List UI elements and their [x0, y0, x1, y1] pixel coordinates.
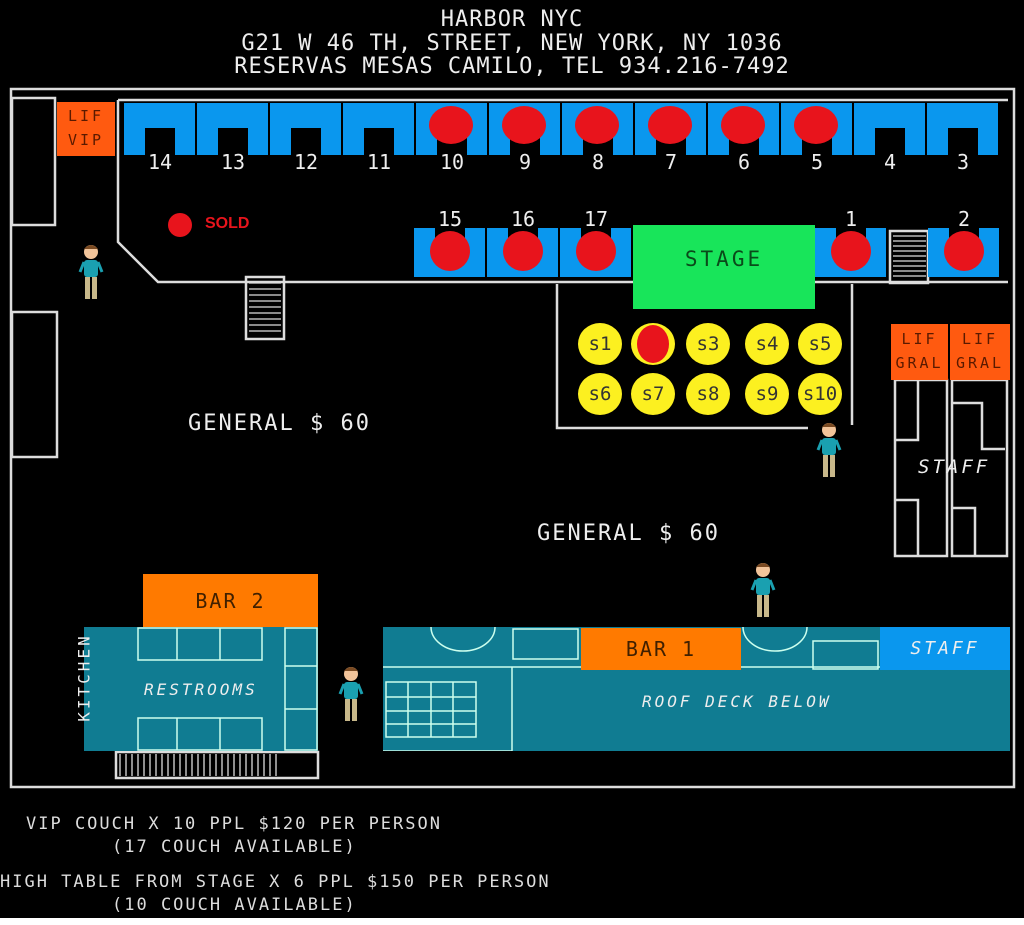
sold-legend-dot — [168, 213, 192, 237]
couch-label: 9 — [518, 150, 532, 174]
staff-person-icon — [750, 561, 776, 625]
couch-label: 11 — [366, 150, 392, 174]
stage: STAGE — [633, 225, 815, 309]
vip-availability: (17 COUCH AVAILABLE) — [112, 837, 357, 857]
couch-label: 17 — [583, 207, 609, 231]
couch-label: 16 — [510, 207, 536, 231]
sold-marker — [575, 106, 619, 144]
lif-vip-line1: LIF — [67, 107, 105, 125]
sold-marker — [503, 231, 543, 271]
high-table-availability: (10 COUCH AVAILABLE) — [112, 895, 357, 915]
sold-marker — [637, 325, 669, 363]
lif-gral-line2: GRAL — [955, 354, 1005, 372]
lif-gral-zone-2: LIF GRAL — [950, 324, 1010, 380]
restrooms-label: RESTROOMS — [144, 680, 258, 699]
staff-person-icon — [338, 665, 364, 729]
roof-deck-label: ROOF DECK BELOW — [642, 692, 832, 711]
lif-gral-line1: LIF — [901, 330, 938, 348]
sold-marker — [831, 231, 871, 271]
sold-marker — [721, 106, 765, 144]
staff-person-icon — [816, 421, 842, 485]
vip-couch-11[interactable] — [343, 103, 414, 155]
couch-label: 8 — [591, 150, 605, 174]
sold-marker — [794, 106, 838, 144]
couch-label: 4 — [883, 150, 897, 174]
couch-label: 7 — [664, 150, 678, 174]
general-area-label-1: GENERAL $ 60 — [188, 411, 371, 436]
couch-notch — [948, 128, 978, 155]
sold-marker — [429, 106, 473, 144]
sold-marker — [502, 106, 546, 144]
lif-vip-zone: LIF VIP — [57, 102, 115, 156]
lif-gral-zone-1: LIF GRAL — [891, 324, 948, 380]
bar-1: BAR 1 — [581, 628, 741, 670]
vip-couch-3[interactable] — [927, 103, 998, 155]
vip-couch-13[interactable] — [197, 103, 268, 155]
restrooms-area — [84, 627, 318, 751]
staff-label-bottom: STAFF — [910, 638, 980, 659]
couch-notch — [875, 128, 905, 155]
reservation-contact: RESERVAS MESAS CAMILO, TEL 934.216-7492 — [234, 54, 790, 79]
couch-label: 13 — [220, 150, 246, 174]
venue-address: G21 W 46 TH, STREET, NEW YORK, NY 1036 — [241, 31, 783, 56]
high-table-s9[interactable]: s9 — [745, 373, 789, 415]
sold-legend-label: SOLD — [205, 215, 250, 232]
couch-notch — [291, 128, 321, 155]
staff-area-bottom: STAFF — [880, 627, 1010, 670]
high-table-s10[interactable]: s10 — [798, 373, 842, 415]
high-table-s7[interactable]: s7 — [631, 373, 675, 415]
couch-label: 14 — [147, 150, 173, 174]
general-area-label-2: GENERAL $ 60 — [537, 521, 720, 546]
couch-label: 1 — [844, 207, 858, 231]
high-table-pricing: HIGH TABLE FROM STAGE X 6 PPL $150 PER P… — [0, 872, 551, 892]
page-edge — [0, 918, 1024, 925]
couch-notch — [145, 128, 175, 155]
high-table-s3[interactable]: s3 — [686, 323, 730, 365]
high-table-s8[interactable]: s8 — [686, 373, 730, 415]
couch-label: 2 — [957, 207, 971, 231]
sold-marker — [576, 231, 616, 271]
couch-notch — [364, 128, 394, 155]
couch-label: 5 — [810, 150, 824, 174]
staff-label-right: STAFF — [918, 456, 991, 478]
high-table-s1[interactable]: s1 — [578, 323, 622, 365]
couch-label: 15 — [437, 207, 463, 231]
staff-person-icon — [78, 243, 104, 307]
lif-gral-line1: LIF — [961, 330, 999, 348]
kitchen-label: KITCHEN — [74, 633, 94, 722]
high-table-s5[interactable]: s5 — [798, 323, 842, 365]
vip-couch-12[interactable] — [270, 103, 341, 155]
high-table-s6[interactable]: s6 — [578, 373, 622, 415]
vip-couch-14[interactable] — [124, 103, 195, 155]
sold-marker — [944, 231, 984, 271]
bar-2: BAR 2 — [143, 574, 318, 627]
restroom-stalls — [137, 627, 318, 751]
vip-pricing: VIP COUCH X 10 PPL $120 PER PERSON — [26, 814, 442, 834]
sold-marker — [430, 231, 470, 271]
couch-label: 10 — [439, 150, 465, 174]
couch-label: 3 — [956, 150, 970, 174]
couch-label: 6 — [737, 150, 751, 174]
lif-gral-line2: GRAL — [895, 354, 944, 372]
sold-marker — [648, 106, 692, 144]
venue-name: HARBOR NYC — [440, 7, 584, 32]
lif-vip-line2: VIP — [67, 131, 105, 149]
couch-label: 12 — [293, 150, 319, 174]
high-table-s4[interactable]: s4 — [745, 323, 789, 365]
vip-couch-4[interactable] — [854, 103, 925, 155]
couch-notch — [218, 128, 248, 155]
